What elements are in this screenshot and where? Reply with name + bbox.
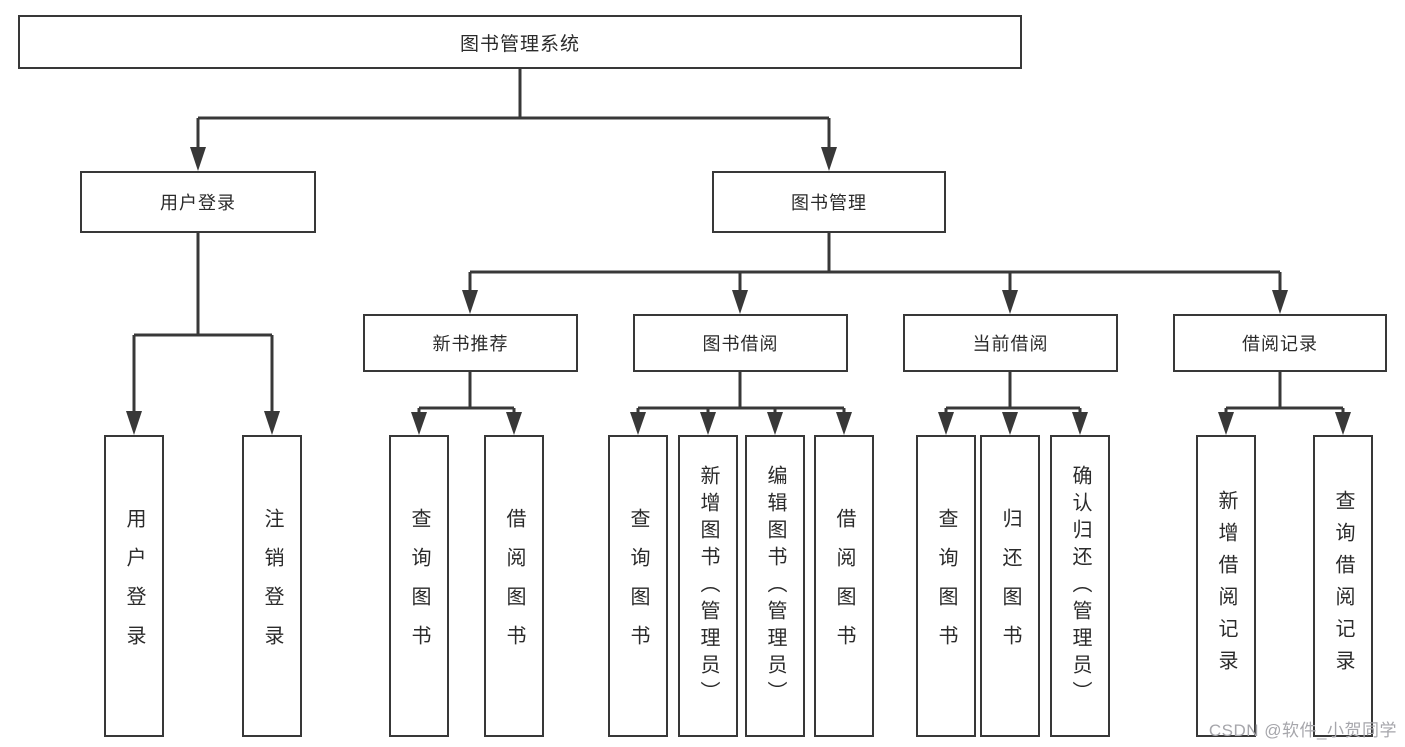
leaf-add-borrow-record: 新增借阅记录 xyxy=(1196,435,1256,737)
arrowhead xyxy=(836,412,852,435)
arrowhead xyxy=(506,412,522,435)
leaf-edit-books-admin: 编辑图书（管理员） xyxy=(745,435,805,737)
leaf-query-books-borrow-label: 查询图书 xyxy=(627,508,649,664)
node-book-borrow: 图书借阅 xyxy=(633,314,848,372)
arrowhead xyxy=(630,412,646,435)
leaf-add-books-admin-label: 新增图书（管理员） xyxy=(697,464,719,708)
arrowhead xyxy=(1218,412,1234,435)
node-user-login: 用户登录 xyxy=(80,171,316,233)
leaf-query-books-current: 查询图书 xyxy=(916,435,976,737)
node-root: 图书管理系统 xyxy=(18,15,1022,69)
arrowhead xyxy=(1335,412,1351,435)
leaf-logout: 注销登录 xyxy=(242,435,302,737)
leaf-query-books-current-label: 查询图书 xyxy=(935,508,957,664)
leaf-query-borrow-record-label: 查询借阅记录 xyxy=(1332,490,1354,682)
leaf-confirm-return-admin-label: 确认归还（管理员） xyxy=(1069,464,1091,708)
arrowhead xyxy=(1002,290,1018,314)
watermark-text: CSDN @软件_小贺同学 xyxy=(1208,721,1397,740)
arrowhead xyxy=(411,412,427,435)
arrowhead xyxy=(1002,412,1018,435)
leaf-add-borrow-record-label: 新增借阅记录 xyxy=(1215,490,1237,682)
leaf-query-borrow-record: 查询借阅记录 xyxy=(1313,435,1373,737)
leaf-edit-books-admin-label: 编辑图书（管理员） xyxy=(764,464,786,708)
arrowhead xyxy=(732,290,748,314)
node-new-book-recommend: 新书推荐 xyxy=(363,314,578,372)
node-book-management: 图书管理 xyxy=(712,171,946,233)
leaf-return-books-label: 归还图书 xyxy=(999,508,1021,664)
node-book-management-label: 图书管理 xyxy=(791,193,867,213)
node-current-borrow: 当前借阅 xyxy=(903,314,1118,372)
node-root-label: 图书管理系统 xyxy=(459,33,580,55)
leaf-query-books-recommend-label: 查询图书 xyxy=(408,508,430,664)
node-new-book-recommend-label: 新书推荐 xyxy=(432,334,509,354)
arrowhead xyxy=(700,412,716,435)
node-borrow-records-label: 借阅记录 xyxy=(1242,334,1318,354)
arrowhead xyxy=(1272,290,1288,314)
leaf-borrow-books-recommend-label: 借阅图书 xyxy=(503,508,525,664)
arrowhead xyxy=(1072,412,1088,435)
arrowhead xyxy=(767,412,783,435)
node-borrow-records: 借阅记录 xyxy=(1173,314,1387,372)
arrowhead xyxy=(462,290,478,314)
leaf-logout-label: 注销登录 xyxy=(261,508,283,664)
arrowhead xyxy=(821,147,837,171)
arrowhead xyxy=(190,147,206,171)
node-current-borrow-label: 当前借阅 xyxy=(972,334,1049,354)
leaf-borrow-books-recommend: 借阅图书 xyxy=(484,435,544,737)
node-user-login-label: 用户登录 xyxy=(160,193,236,213)
arrowhead xyxy=(126,411,142,435)
arrowhead xyxy=(938,412,954,435)
arrowhead xyxy=(264,411,280,435)
node-book-borrow-label: 图书借阅 xyxy=(702,334,779,354)
leaf-query-books-recommend: 查询图书 xyxy=(389,435,449,737)
leaf-borrow-books-label: 借阅图书 xyxy=(833,508,855,664)
leaf-add-books-admin: 新增图书（管理员） xyxy=(678,435,738,737)
leaf-borrow-books: 借阅图书 xyxy=(814,435,874,737)
leaf-user-login-label: 用户登录 xyxy=(123,508,145,664)
leaf-confirm-return-admin: 确认归还（管理员） xyxy=(1050,435,1110,737)
leaf-user-login: 用户登录 xyxy=(104,435,164,737)
leaf-return-books: 归还图书 xyxy=(980,435,1040,737)
leaf-query-books-borrow: 查询图书 xyxy=(608,435,668,737)
